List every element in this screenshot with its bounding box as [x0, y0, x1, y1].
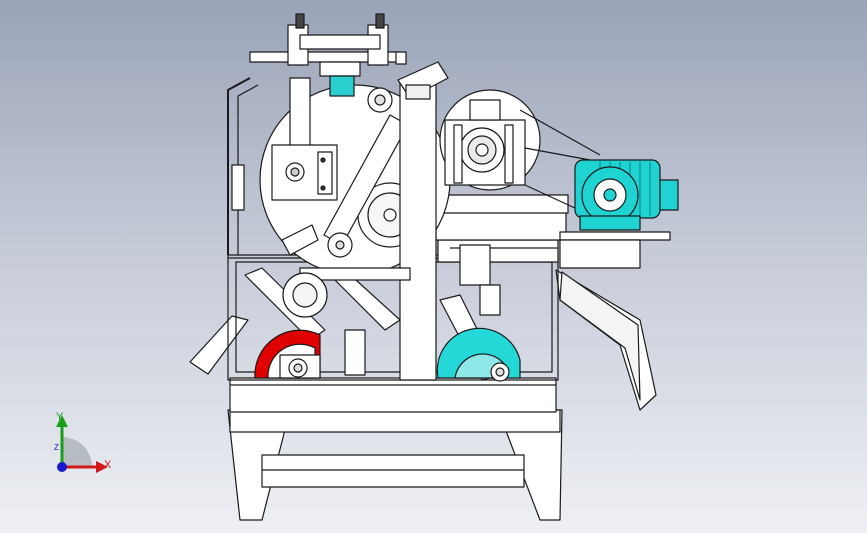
- diagonal-arm: [281, 114, 409, 258]
- x-axis-arrow: [96, 461, 108, 473]
- triad-plane: [62, 437, 92, 467]
- left-chute: [189, 315, 249, 375]
- central-column: [397, 61, 449, 381]
- bearing-housing: [271, 144, 338, 201]
- electric-motor: [574, 159, 679, 231]
- base-frame: [227, 409, 563, 521]
- cyan-pulley: [436, 327, 521, 382]
- lower-box: [229, 377, 557, 413]
- top-clamp: [249, 13, 407, 97]
- red-pulley: [254, 329, 321, 379]
- y-axis-arrow: [56, 415, 68, 427]
- z-axis-label: Z: [54, 443, 59, 452]
- orientation-triad[interactable]: Y X Z: [40, 405, 120, 485]
- z-axis-dot: [57, 462, 67, 472]
- left-arm: [227, 77, 311, 255]
- gearbox: [439, 89, 541, 191]
- right-chute-inner: [559, 271, 641, 401]
- y-axis-label: Y: [56, 411, 64, 423]
- x-axis-label: X: [104, 459, 112, 471]
- right-platform: [439, 194, 671, 269]
